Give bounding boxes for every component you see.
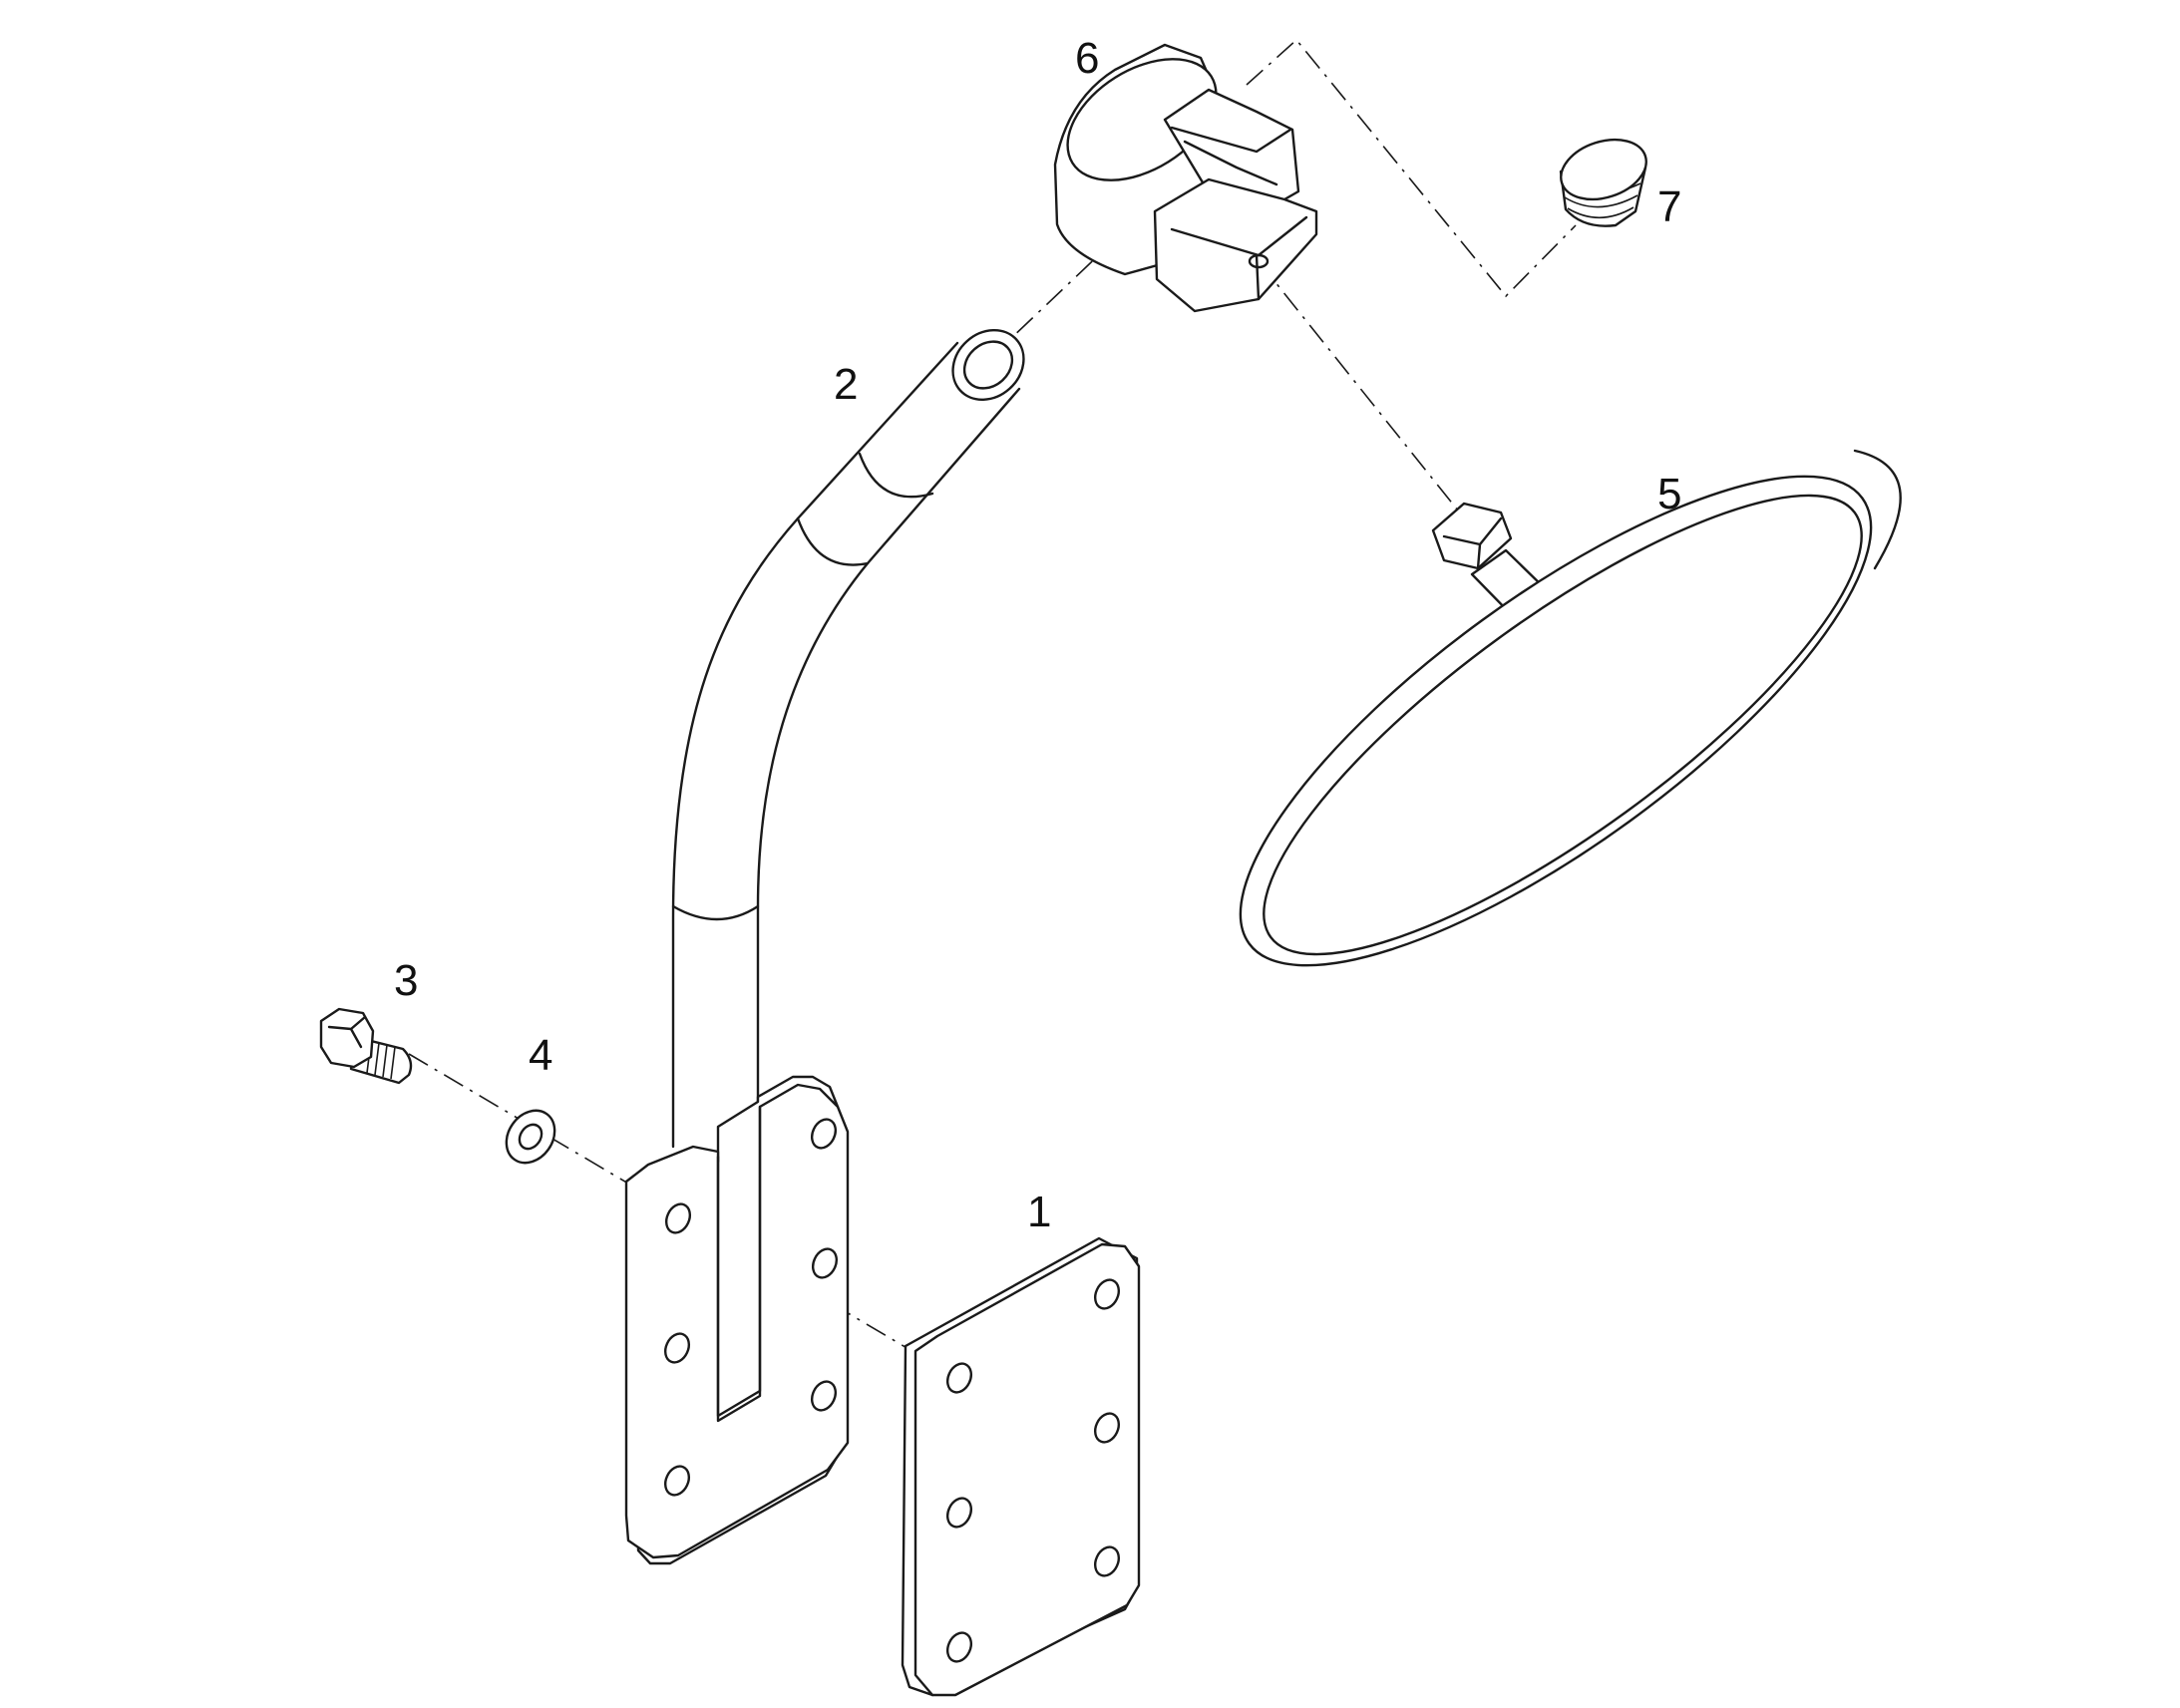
u-plate-slot-edge	[716, 1105, 762, 1423]
backing-plate-hole-4	[1093, 1278, 1121, 1310]
backing-plate-hole-2	[945, 1497, 973, 1529]
mirror-inner-rim	[1263, 494, 1863, 956]
callout-part-3: 3	[394, 956, 418, 1005]
arm-tube-joint-upper	[858, 452, 934, 499]
callout-part-5: 5	[1657, 470, 1681, 518]
arm-tube-end	[951, 328, 1025, 402]
part-3-hex-bolt	[319, 1007, 413, 1085]
mirror-nut-facet	[1442, 516, 1503, 570]
u-plate-hole-2	[663, 1332, 691, 1364]
u-plate-hole-6	[810, 1380, 838, 1412]
backing-plate-hole-3	[945, 1631, 973, 1663]
mirror-rim-depth	[1853, 449, 1902, 570]
backing-plate-hole-6	[1093, 1545, 1121, 1577]
part-callouts: 1 2 3 4 5 6 7	[394, 34, 1681, 1236]
part-2-bracket-arm	[624, 328, 1025, 1565]
callout-part-2: 2	[834, 360, 858, 409]
part-6-clamp-block	[1053, 43, 1318, 313]
clamp-jaw-detail	[1170, 126, 1308, 301]
bolt-hex-head	[319, 1007, 375, 1069]
part-4-washer	[505, 1109, 556, 1165]
clamp-jaw-lower	[1153, 177, 1318, 313]
backing-plate-face	[913, 1242, 1141, 1697]
u-plate-hole-4	[810, 1118, 838, 1150]
backing-plate-hole-1	[945, 1362, 973, 1394]
arm-tube-joint-lower	[671, 904, 760, 921]
washer-inner	[518, 1123, 544, 1151]
u-plate-hole-5	[811, 1247, 839, 1279]
callout-part-6: 6	[1075, 34, 1099, 83]
cap-top	[1560, 138, 1647, 201]
callout-part-7: 7	[1657, 182, 1681, 231]
arm-tube-bore	[962, 340, 1014, 390]
mirror-outer-rim	[1239, 475, 1873, 967]
part-5-mirror	[1239, 449, 1902, 967]
clamp-top-face	[1066, 58, 1218, 181]
mirror-stem-nut	[1431, 502, 1513, 570]
centerline-clamp-to-mirror	[1258, 260, 1467, 521]
backing-plate-hole-5	[1093, 1412, 1121, 1444]
arm-tube-inner-edge	[756, 387, 1021, 1104]
part-1-backing-plate	[901, 1236, 1141, 1697]
arm-tube-joint-middle	[796, 516, 870, 566]
callout-part-4: 4	[529, 1031, 552, 1080]
u-plate-hole-3	[663, 1465, 691, 1497]
washer-outer	[505, 1109, 556, 1165]
arm-tube-outer-edge	[671, 341, 959, 1149]
centerline-arm-to-clamp	[986, 246, 1108, 362]
part-7-cap	[1559, 138, 1647, 227]
clamp-bore	[1248, 253, 1270, 269]
u-plate-hole-1	[664, 1202, 692, 1234]
callout-part-1: 1	[1027, 1188, 1051, 1236]
bolt-hex-facet	[327, 1015, 367, 1049]
